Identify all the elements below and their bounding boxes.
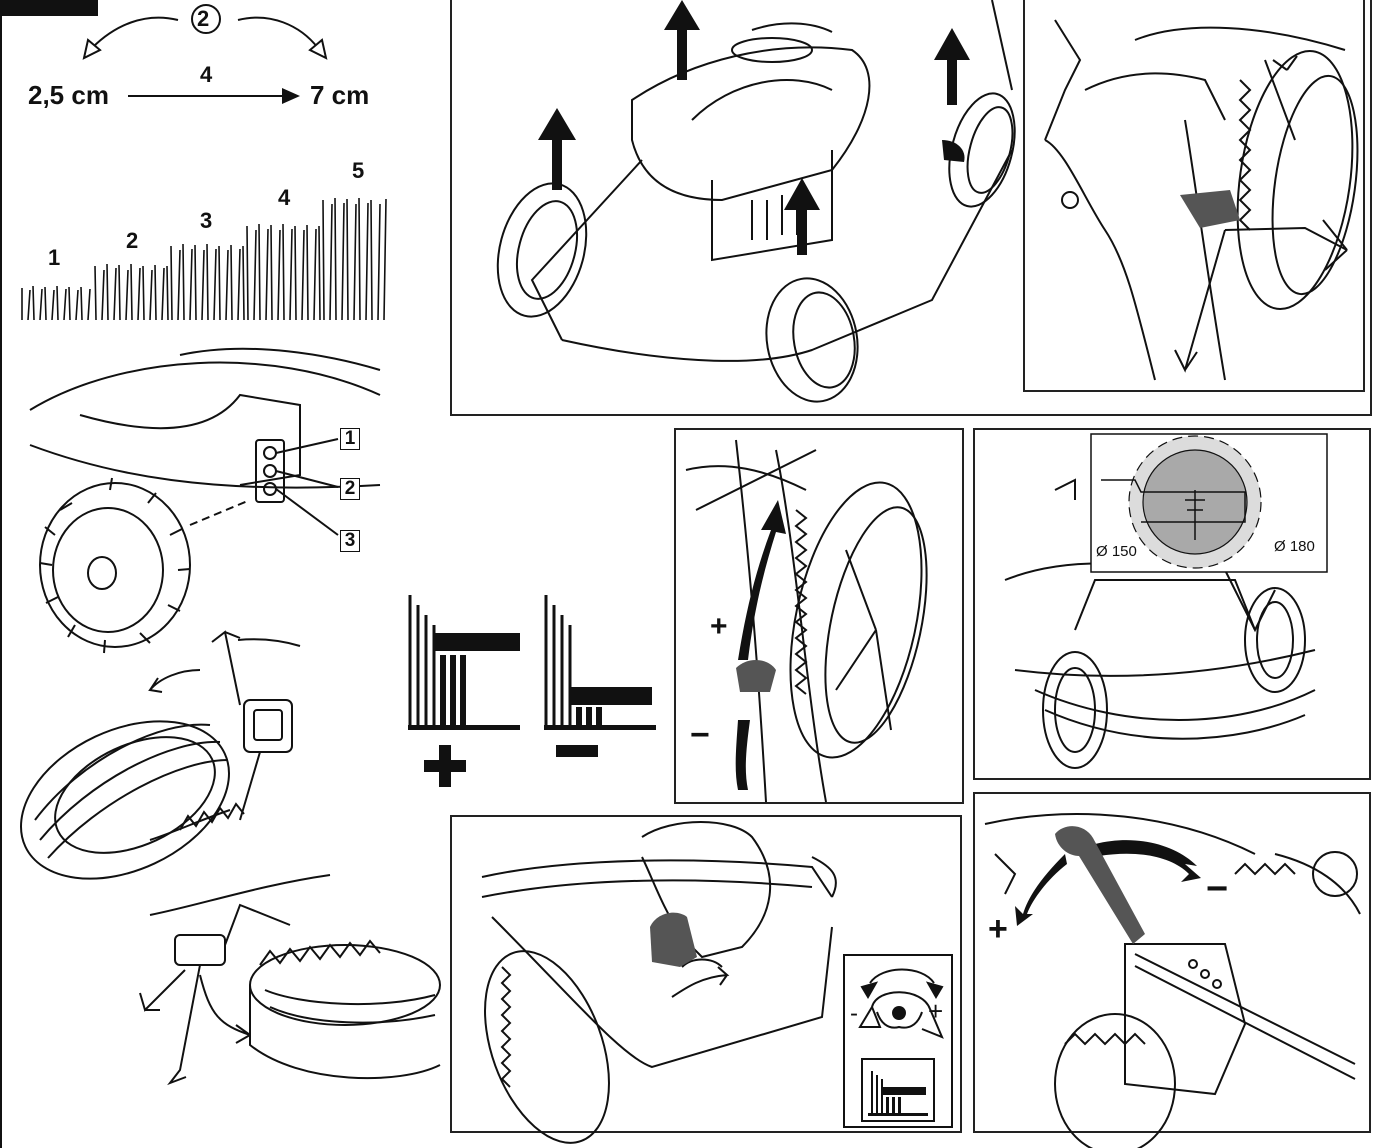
grip-lever-illustration bbox=[984, 813, 1361, 1148]
knob-adjust-illustration bbox=[481, 821, 953, 1144]
lever-plus-label: + bbox=[710, 610, 728, 643]
grass-level-1: 1 bbox=[48, 245, 61, 270]
adjust-lever-illustration bbox=[139, 874, 441, 1086]
lever-adjust-illustration bbox=[685, 439, 928, 803]
wheel-lever-detail-illustration bbox=[1044, 19, 1359, 381]
lever-adjust-panel bbox=[674, 428, 964, 804]
page-border bbox=[0, 0, 2, 1148]
max-height-label: 7 cm bbox=[310, 80, 370, 110]
grass-level-3: 3 bbox=[200, 208, 213, 233]
deck-size-small: Ø 150 bbox=[1096, 543, 1137, 560]
deck-size-illustration bbox=[1004, 433, 1328, 769]
grass-level-2: 2 bbox=[126, 228, 139, 253]
height-hole-label-2: 2 bbox=[340, 478, 360, 500]
min-height-label: 2,5 cm bbox=[28, 80, 109, 110]
height-hole-label-1: 1 bbox=[340, 428, 360, 450]
grass-level-5: 5 bbox=[352, 158, 365, 183]
height-hole-label-3: 3 bbox=[340, 530, 360, 552]
grass-levels-illustration bbox=[21, 197, 387, 321]
grass-level-4: 4 bbox=[278, 185, 291, 210]
wheel-height-holes-illustration bbox=[29, 347, 381, 654]
mower-lift-illustration bbox=[496, 0, 1016, 403]
step-number: 2 bbox=[197, 6, 210, 31]
deck-size-large: Ø 180 bbox=[1274, 538, 1315, 555]
corner-tab bbox=[0, 0, 98, 16]
knob-dial-minus: - bbox=[850, 1000, 858, 1027]
grip-lever-plus: + bbox=[988, 910, 1008, 948]
height-arrow-number: 4 bbox=[200, 62, 213, 87]
lever-minus-label: − bbox=[690, 716, 710, 754]
cutting-height-symbols bbox=[408, 595, 656, 787]
grip-lever-panel bbox=[973, 792, 1371, 1133]
knob-dial-plus: + bbox=[928, 996, 944, 1026]
grip-lever-minus: − bbox=[1206, 868, 1229, 910]
lever-wheel-illustration bbox=[20, 630, 301, 880]
